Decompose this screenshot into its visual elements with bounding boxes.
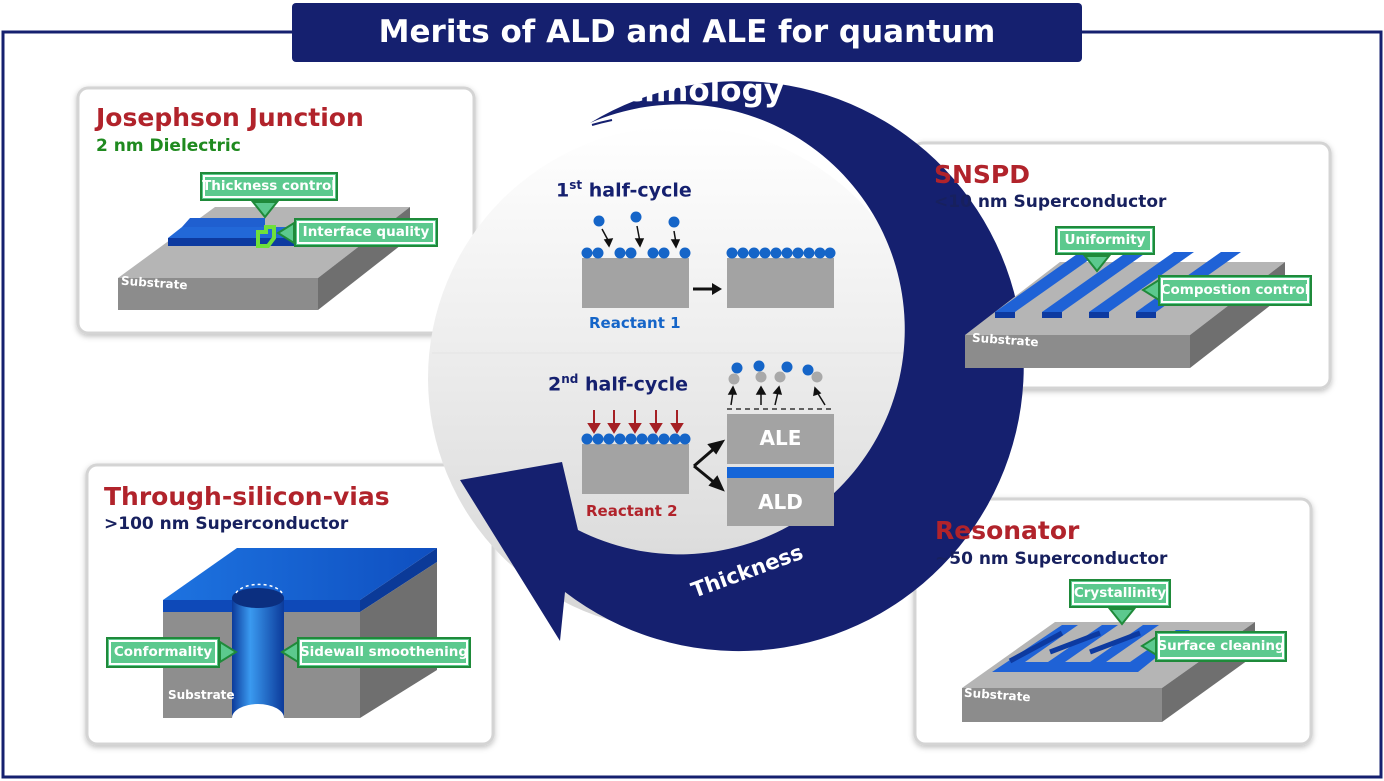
ale-label: ALE [759, 426, 802, 450]
second-half-cycle-graphic [581, 360, 834, 526]
snspd-title: SNSPD [934, 160, 1031, 189]
ald-label: ALD [758, 490, 803, 514]
reactant-2-arrows-icon [587, 410, 684, 434]
second-half-cycle-label: 2nd half-cycle [548, 372, 688, 396]
tsv-title: Through-silicon-vias [104, 482, 390, 511]
tsv-subtitle: >100 nm Superconductor [104, 514, 349, 534]
via-hole [232, 598, 284, 718]
callout-sidewall-smoothening: Sidewall smoothening [297, 637, 471, 668]
snspd-subtitle: <10 nm Superconductor [934, 192, 1167, 212]
callout-surface-cleaning: Surface cleaning [1155, 631, 1287, 662]
tsv-substrate-label: Substrate [168, 688, 235, 702]
callout-uniformity: Uniformity [1055, 226, 1155, 255]
ale-block [727, 414, 834, 464]
callout-thickness-control: Thickness control [200, 172, 338, 201]
callout-composition-control: Compostion control [1158, 275, 1312, 306]
first-half-cycle-graphic [581, 211, 836, 308]
thickness-cycle-arrow [460, 81, 1024, 652]
branch-arrow-icon [693, 439, 726, 492]
resonator-subtitle: ~50 nm Superconductor [935, 549, 1168, 569]
callout-crystallinity: Crystallinity [1069, 579, 1171, 608]
josephson-title: Josephson Junction [96, 103, 364, 132]
reactant-1-label: Reactant 1 [589, 314, 681, 332]
ald-block [727, 478, 834, 526]
callout-conformality: Conformality [106, 637, 220, 668]
callout-interface-quality: Interface quality [294, 218, 438, 247]
josephson-subtitle: 2 nm Dielectric [96, 136, 241, 156]
resonator-title: Resonator [935, 516, 1080, 545]
right-arrow-icon [693, 283, 722, 295]
first-half-cycle-label: 1st half-cycle [556, 178, 692, 202]
reactant-2-label: Reactant 2 [586, 502, 678, 520]
page-title: Merits of ALD and ALE for quantum techno… [292, 3, 1082, 109]
